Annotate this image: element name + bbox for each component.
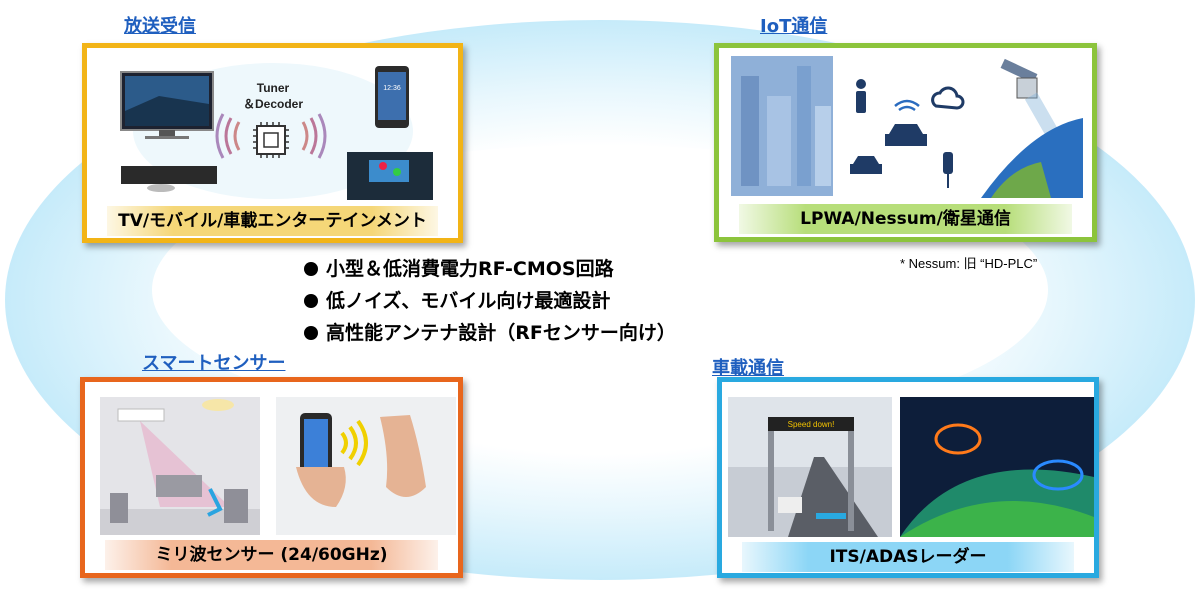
- iot-illustration: [731, 56, 1083, 198]
- iot-title-link[interactable]: IoT通信: [760, 16, 828, 37]
- tv-icon: [120, 71, 214, 139]
- earth-icon: [981, 118, 1083, 198]
- room-icon: [100, 397, 260, 535]
- vehicle-title-link[interactable]: 車載通信: [712, 358, 784, 379]
- sensor-title-link[interactable]: スマートセンサー: [142, 353, 286, 374]
- tuner-label-line1: Tuner: [257, 81, 290, 95]
- traffic-light-icon: [943, 152, 953, 188]
- radar-visualization-icon: [900, 397, 1094, 537]
- broadcast-caption: TV/モバイル/車載エンターテインメント: [107, 206, 438, 236]
- broadcast-illustration: Tuner ＆Decoder 12:36: [120, 63, 433, 200]
- phone-time: 12:36: [383, 85, 401, 92]
- smartphone-icon: [375, 66, 409, 128]
- car-icon: [885, 124, 927, 146]
- signal-waves-icon: [215, 113, 327, 159]
- bullet-icon: [304, 326, 318, 340]
- vehicle-panel: Speed down! ITS/ADASレーダー: [717, 377, 1099, 578]
- sensor-panel: ミリ波センサー (24/60GHz): [80, 377, 463, 578]
- feature-item: 小型＆低消費電力RF-CMOS回路: [304, 253, 676, 285]
- city-icon: [731, 56, 833, 196]
- vehicle-caption: ITS/ADASレーダー: [742, 542, 1074, 572]
- sensor-caption: ミリ波センサー (24/60GHz): [105, 540, 438, 570]
- tuner-label-line2: ＆Decoder: [243, 97, 303, 111]
- hand-with-phone-icon: [276, 397, 456, 535]
- car-display-icon: [347, 152, 433, 200]
- speed-sign-text: Speed down!: [788, 420, 835, 429]
- wifi-icon: [894, 99, 920, 112]
- sensor-illustration: [100, 397, 456, 535]
- person-icon: [856, 79, 866, 113]
- broadcast-title-link[interactable]: 放送受信: [124, 16, 196, 37]
- feature-list: 小型＆低消費電力RF-CMOS回路 低ノイズ、モバイル向け最適設計 高性能アンテ…: [304, 253, 676, 349]
- cloud-icon: [931, 86, 965, 110]
- nessum-footnote: * Nessum: 旧 “HD-PLC”: [900, 256, 1038, 271]
- vehicle-illustration: Speed down!: [728, 397, 1094, 537]
- iot-caption: LPWA/Nessum/衛星通信: [739, 204, 1072, 234]
- bullet-icon: [304, 294, 318, 308]
- feature-item: 高性能アンテナ設計（RFセンサー向け）: [304, 317, 676, 349]
- bullet-icon: [304, 262, 318, 276]
- feature-item: 低ノイズ、モバイル向け最適設計: [304, 285, 676, 317]
- broadcast-panel: Tuner ＆Decoder 12:36 TV/モバイル/車載エンターテインメン…: [82, 43, 463, 243]
- small-car-icon: [850, 156, 882, 174]
- highway-gate-icon: Speed down!: [728, 397, 892, 537]
- iot-panel: LPWA/Nessum/衛星通信: [714, 43, 1097, 242]
- set-top-box-icon: [121, 166, 217, 192]
- chip-icon: [253, 122, 289, 158]
